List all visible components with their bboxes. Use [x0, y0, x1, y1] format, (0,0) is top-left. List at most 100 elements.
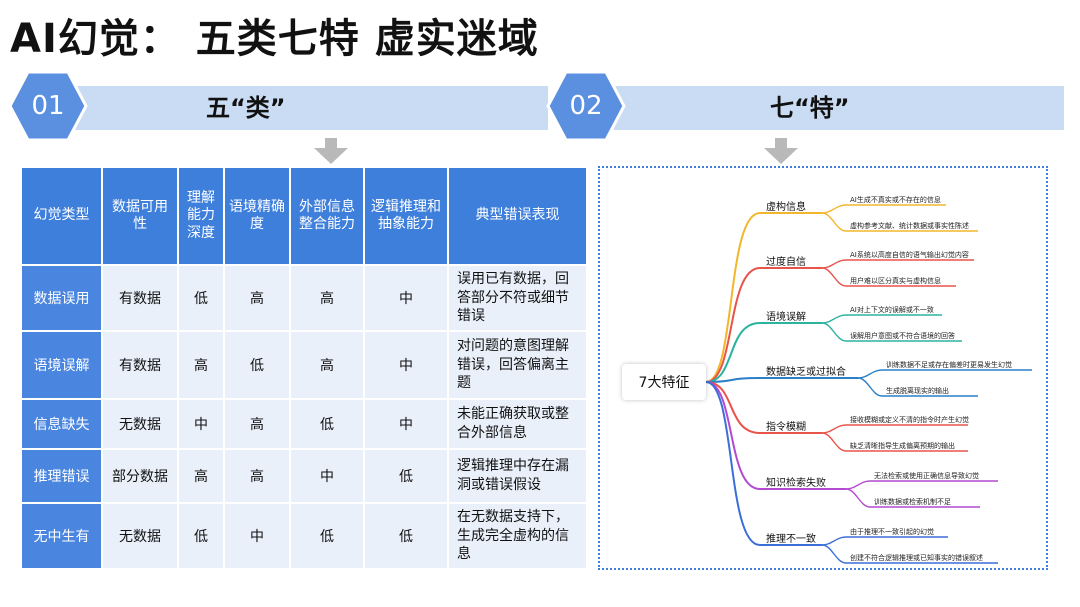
hallucination-types-table: 幻觉类型 数据可用性 理解能力深度 语境精确度 外部信息整合能力 逻辑推理和抽象… — [20, 166, 588, 570]
table-cell: 误用已有数据，回答部分不符或细节错误 — [447, 264, 588, 332]
table-cell: 低 — [223, 330, 291, 400]
section-band-right — [570, 86, 1064, 130]
table-cell: 在无数据支持下，生成完全虚构的信息 — [447, 502, 588, 570]
mindmap-root: 7大特征 — [622, 364, 706, 400]
down-arrow-icon — [314, 138, 348, 164]
column-header: 逻辑推理和抽象能力 — [363, 166, 449, 266]
leaf-branch-line — [821, 424, 968, 434]
feature-detail-label: AI对上下文的误解或不一致 — [850, 306, 934, 314]
leaf-branch-line — [821, 204, 946, 214]
column-header: 外部信息整合能力 — [289, 166, 365, 266]
table-cell: 高 — [223, 398, 291, 450]
feature-branch-line — [705, 381, 822, 434]
column-header: 理解能力深度 — [177, 166, 225, 266]
table-cell: 低 — [363, 502, 449, 570]
column-header: 幻觉类型 — [20, 166, 103, 266]
section-title-seven-features: 七“特” — [770, 94, 850, 122]
leaf-branch-line — [845, 488, 980, 508]
table-cell: 部分数据 — [101, 448, 179, 504]
feature-detail-label: 误解用户意图或不符合语境的回答 — [850, 332, 955, 340]
feature-detail-label: 生成脱离现实的输出 — [886, 387, 949, 395]
table-cell: 中 — [363, 264, 449, 332]
table-cell: 低 — [289, 502, 365, 570]
leaf-branch-line — [821, 432, 968, 452]
feature-detail-label: AI生成不真实或不存在的信息 — [850, 196, 941, 204]
feature-branch-line — [705, 381, 846, 490]
feature-label: 指令模糊 — [766, 422, 806, 433]
feature-label: 推理不一致 — [766, 534, 816, 545]
feature-detail-label: 缺乏清晰指导生成偏离预期的输出 — [850, 442, 955, 450]
table-cell: 中 — [289, 448, 365, 504]
down-arrow-icon — [764, 138, 798, 164]
seven-features-mindmap: 7大特征 虚构信息 AI生成不真实或不存在的信息虚构参考文献、统计数据或事实性陈述… — [598, 166, 1048, 570]
hexagon-badge-01: 01 — [8, 70, 88, 142]
table-cell: 低 — [289, 398, 365, 450]
table-cell: 无数据 — [101, 502, 179, 570]
leaf-branch-line — [821, 536, 948, 546]
section-title-five-types: 五“类” — [206, 94, 286, 122]
section-band-left — [28, 86, 548, 130]
table-row: 数据误用 有数据 低 高 高 中 误用已有数据，回答部分不符或细节错误 — [20, 264, 588, 332]
feature-detail-label: 用户难以区分真实与虚构信息 — [850, 277, 941, 285]
table-cell: 中 — [177, 398, 225, 450]
feature-branch-line — [705, 267, 822, 383]
feature-label: 语境误解 — [766, 312, 806, 323]
hexagon-badge-02: 02 — [546, 70, 626, 142]
table-cell: 无数据 — [101, 398, 179, 450]
feature-label: 数据缺乏或过拟合 — [766, 367, 846, 378]
leaf-branch-line — [821, 267, 956, 287]
row-header: 无中生有 — [20, 502, 103, 570]
leaf-branch-line — [821, 314, 942, 324]
row-header: 推理错误 — [20, 448, 103, 504]
table-row: 无中生有 无数据 低 中 低 低 在无数据支持下，生成完全虚构的信息 — [20, 502, 588, 570]
row-header: 数据误用 — [20, 264, 103, 332]
column-header: 语境精确度 — [223, 166, 291, 266]
leaf-branch-line — [845, 480, 998, 490]
leaf-branch-line — [857, 377, 978, 397]
feature-detail-label: 训练数据或检索机制不足 — [874, 498, 951, 506]
table-cell: 高 — [177, 330, 225, 400]
table-row: 信息缺失 无数据 中 高 低 中 未能正确获取或整合外部信息 — [20, 398, 588, 450]
feature-detail-label: 由于推理不一致引起的幻觉 — [850, 528, 934, 536]
leaf-branch-line — [821, 322, 962, 342]
feature-detail-label: 虚构参考文献、统计数据或事实性陈述 — [850, 222, 969, 230]
table-cell: 高 — [289, 264, 365, 332]
table-cell: 低 — [177, 502, 225, 570]
row-header: 信息缺失 — [20, 398, 103, 450]
feature-label: 知识检索失败 — [766, 478, 826, 489]
page-title: AI幻觉： 五类七特 虚实迷域 — [10, 16, 539, 62]
table-cell: 低 — [363, 448, 449, 504]
mindmap-connectors — [705, 204, 1032, 564]
table-cell: 高 — [223, 264, 291, 332]
table-cell: 高 — [177, 448, 225, 504]
feature-detail-label: 创建不符合逻辑推理或已知事实的错误叙述 — [850, 554, 983, 562]
table-cell: 中 — [363, 330, 449, 400]
table-cell: 未能正确获取或整合外部信息 — [447, 398, 588, 450]
feature-label: 过度自信 — [766, 257, 806, 268]
feature-detail-label: 接收模糊或定义不清的指令时产生幻觉 — [850, 416, 969, 424]
leaf-branch-line — [857, 369, 1032, 379]
table-cell: 中 — [363, 398, 449, 450]
table-cell: 逻辑推理中存在漏洞或错误假设 — [447, 448, 588, 504]
leaf-branch-line — [821, 544, 998, 564]
section-number: 02 — [569, 91, 603, 121]
table-cell: 高 — [223, 448, 291, 504]
feature-label: 虚构信息 — [766, 202, 806, 213]
leaf-branch-line — [821, 212, 978, 232]
row-header: 语境误解 — [20, 330, 103, 400]
table-header-row: 幻觉类型 数据可用性 理解能力深度 语境精确度 外部信息整合能力 逻辑推理和抽象… — [20, 166, 588, 266]
column-header: 典型错误表现 — [447, 166, 588, 266]
feature-branch-line — [705, 381, 822, 546]
feature-detail-label: 训练数据不足或存在偏差时更易发生幻觉 — [886, 361, 1012, 369]
table-cell: 有数据 — [101, 330, 179, 400]
table-row: 语境误解 有数据 高 低 高 中 对问题的意图理解错误，回答偏离主题 — [20, 330, 588, 400]
table-cell: 有数据 — [101, 264, 179, 332]
feature-branch-line — [705, 212, 822, 383]
table-cell: 对问题的意图理解错误，回答偏离主题 — [447, 330, 588, 400]
table-row: 推理错误 部分数据 高 高 中 低 逻辑推理中存在漏洞或错误假设 — [20, 448, 588, 504]
feature-branch-line — [705, 377, 858, 383]
section-number: 01 — [31, 91, 65, 121]
feature-branch-line — [705, 322, 822, 383]
table-cell: 低 — [177, 264, 225, 332]
feature-detail-label: AI系统以高度自信的语气输出幻觉内容 — [850, 251, 969, 259]
